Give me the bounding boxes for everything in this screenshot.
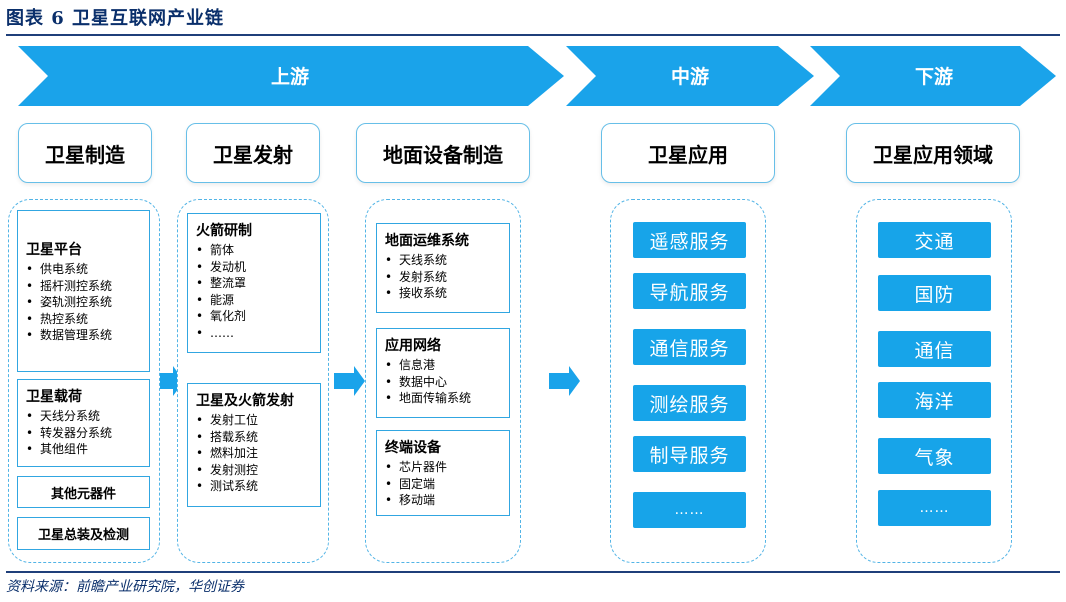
category-application: 卫星应用: [601, 123, 775, 183]
service-navigation: 导航服务: [633, 273, 746, 309]
network-list: 信息港 数据中心 地面传输系统: [385, 357, 501, 407]
list-item: 信息港: [385, 357, 501, 374]
list-item: 发射测控: [196, 462, 312, 479]
list-item: 整流罩: [196, 275, 312, 292]
list-item: 其他组件: [26, 441, 141, 458]
platform-list: 供电系统 摇杆测控系统 姿轨测控系统 热控系统 数据管理系统: [26, 261, 141, 344]
field-meteorology: 气象: [878, 438, 991, 474]
service-remote-sensing: 遥感服务: [633, 222, 746, 258]
stage-downstream: 下游: [914, 66, 953, 88]
rocket-list: 箭体 发动机 整流罩 能源 氧化剂 ……: [196, 242, 312, 341]
list-item: 燃料加注: [196, 445, 312, 462]
bottom-rule: [6, 571, 1060, 573]
list-item: 发射系统: [385, 269, 501, 286]
list-item: 搭载系统: [196, 429, 312, 446]
list-item: 芯片器件: [385, 459, 501, 476]
top-rule: [6, 34, 1060, 36]
platform-title: 卫星平台: [26, 242, 82, 258]
category-ground: 地面设备制造: [356, 123, 530, 183]
network-box: 应用网络 信息港 数据中心 地面传输系统: [376, 328, 510, 418]
payload-list: 天线分系统 转发器分系统 其他组件: [26, 408, 141, 458]
payload-box: 卫星载荷 天线分系统 转发器分系统 其他组件: [17, 379, 150, 467]
list-item: 固定端: [385, 476, 501, 493]
service-surveying: 测绘服务: [633, 385, 746, 421]
field-transport: 交通: [878, 222, 991, 258]
terminal-title: 终端设备: [385, 440, 441, 456]
list-item: 数据管理系统: [26, 327, 141, 344]
list-item: 移动端: [385, 492, 501, 509]
downstream-chevron: [810, 46, 1056, 106]
list-item: 氧化剂: [196, 308, 312, 325]
stage-midstream: 中游: [670, 66, 709, 88]
terminal-list: 芯片器件 固定端 移动端: [385, 459, 501, 509]
list-item: 转发器分系统: [26, 425, 141, 442]
satellite-launch-title: 卫星及火箭发射: [196, 393, 294, 409]
category-fields: 卫星应用领域: [846, 123, 1020, 183]
list-item: 姿轨测控系统: [26, 294, 141, 311]
list-item: 地面传输系统: [385, 390, 501, 407]
list-item: 箭体: [196, 242, 312, 259]
ops-title: 地面运维系统: [385, 233, 469, 249]
assembly-box: 卫星总装及检测: [17, 517, 150, 550]
list-item: 发动机: [196, 259, 312, 276]
list-item: 热控系统: [26, 311, 141, 328]
source-note: 资料来源：前瞻产业研究院，华创证券: [6, 579, 244, 595]
platform-box: 卫星平台 供电系统 摇杆测控系统 姿轨测控系统 热控系统 数据管理系统: [17, 210, 150, 372]
category-manufacturing: 卫星制造: [18, 123, 152, 183]
field-more: ……: [878, 490, 991, 526]
satellite-launch-list: 发射工位 搭载系统 燃料加注 发射测控 测试系统: [196, 412, 312, 495]
field-ocean: 海洋: [878, 382, 991, 418]
ops-box: 地面运维系统 天线系统 发射系统 接收系统: [376, 223, 510, 313]
field-defense: 国防: [878, 275, 991, 311]
other-components-box: 其他元器件: [17, 476, 150, 508]
field-communication: 通信: [878, 331, 991, 367]
ops-list: 天线系统 发射系统 接收系统: [385, 252, 501, 302]
list-item: 摇杆测控系统: [26, 278, 141, 295]
list-item: 接收系统: [385, 285, 501, 302]
upstream-chevron: [18, 46, 564, 106]
list-item: 测试系统: [196, 478, 312, 495]
list-item: 天线系统: [385, 252, 501, 269]
category-launch: 卫星发射: [186, 123, 320, 183]
payload-title: 卫星载荷: [26, 389, 82, 405]
service-more: ……: [633, 492, 746, 528]
arrow-icon: [549, 366, 580, 396]
list-item: 能源: [196, 292, 312, 309]
network-title: 应用网络: [385, 338, 441, 354]
service-communication: 通信服务: [633, 329, 746, 365]
list-item: 数据中心: [385, 374, 501, 391]
stage-upstream: 上游: [270, 66, 309, 88]
list-item: 天线分系统: [26, 408, 141, 425]
satellite-launch-box: 卫星及火箭发射 发射工位 搭载系统 燃料加注 发射测控 测试系统: [187, 383, 321, 507]
midstream-chevron: [566, 46, 814, 106]
arrow-icon: [334, 366, 365, 396]
rocket-title: 火箭研制: [196, 223, 252, 239]
arrow-icon: [153, 366, 184, 396]
rocket-box: 火箭研制 箭体 发动机 整流罩 能源 氧化剂 ……: [187, 213, 321, 353]
list-item: 发射工位: [196, 412, 312, 429]
list-item: 供电系统: [26, 261, 141, 278]
terminal-box: 终端设备 芯片器件 固定端 移动端: [376, 430, 510, 516]
list-item: ……: [196, 325, 312, 342]
figure-title: 图表 6 卫星互联网产业链: [6, 8, 225, 29]
service-guidance: 制导服务: [633, 436, 746, 472]
